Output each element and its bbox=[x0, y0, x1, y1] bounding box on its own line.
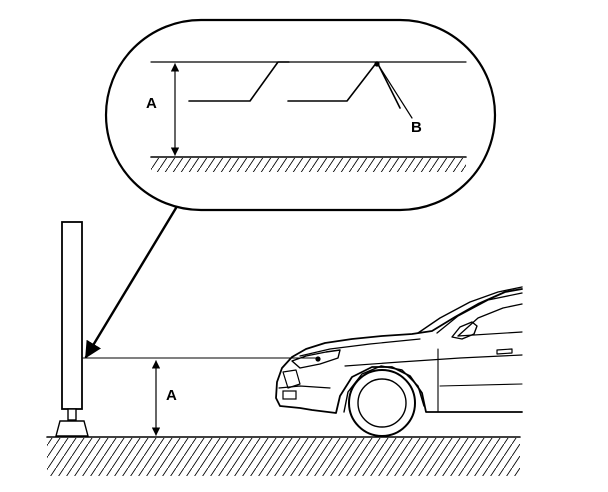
label-a-inset: A bbox=[146, 95, 157, 112]
grille bbox=[282, 369, 301, 389]
ground bbox=[46, 436, 521, 476]
beam-cutoff-right bbox=[287, 61, 401, 109]
windshield bbox=[417, 286, 523, 334]
inset-ground-hatch bbox=[151, 158, 466, 172]
screen-stand bbox=[55, 420, 89, 437]
body-side-line bbox=[344, 354, 523, 367]
car bbox=[275, 286, 523, 437]
side-mirror bbox=[451, 321, 478, 340]
screen-post bbox=[67, 408, 77, 421]
beam-cutoff-left bbox=[188, 61, 290, 102]
fog-light bbox=[282, 390, 297, 400]
aiming-screen bbox=[55, 221, 89, 437]
label-b: B bbox=[411, 119, 422, 136]
hood-crease bbox=[299, 338, 421, 357]
callout-arrow bbox=[84, 206, 178, 359]
wheel-arch bbox=[343, 365, 425, 413]
screen-board bbox=[61, 221, 83, 410]
point-b-marker bbox=[374, 61, 380, 67]
bumper-line bbox=[278, 385, 331, 389]
inset-callout: B A bbox=[104, 18, 497, 212]
door-handle bbox=[496, 348, 513, 355]
side-window bbox=[457, 303, 523, 337]
headlight bbox=[291, 349, 341, 369]
headlight-lamp bbox=[315, 356, 321, 362]
point-b-leader bbox=[378, 65, 413, 119]
label-a-main: A bbox=[166, 387, 177, 404]
inset-frame bbox=[104, 18, 497, 212]
a-pillar bbox=[436, 292, 523, 334]
front-rim bbox=[357, 378, 407, 428]
